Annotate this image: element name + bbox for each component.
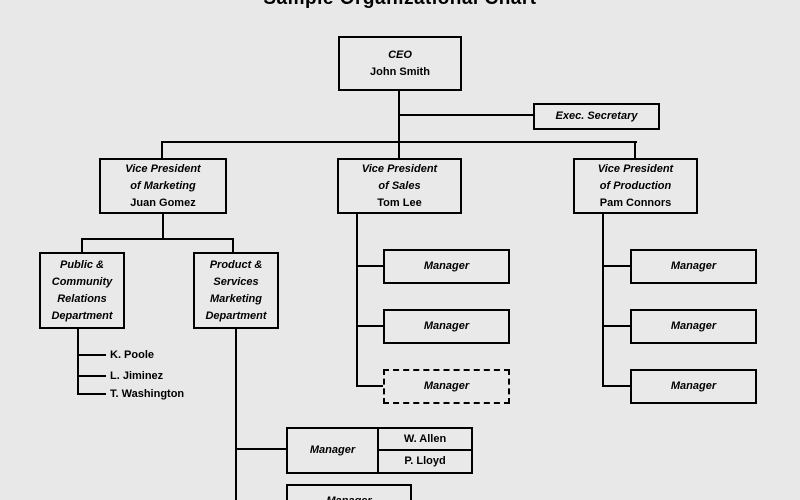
connector-drop-vp-marketing	[161, 141, 163, 158]
vp-marketing-name: Juan Gomez	[130, 196, 196, 209]
node-dept-public-community-relations: Public & Community Relations Department	[39, 252, 125, 329]
vp-marketing-role-line1: Vice President	[125, 162, 201, 175]
node-staff-w-allen: W. Allen	[377, 427, 473, 451]
node-bottom-manager: Manager	[286, 484, 412, 500]
node-dept-product-services-marketing: Product & Services Marketing Department	[193, 252, 279, 329]
dept-public-line2: Community	[51, 275, 113, 288]
connector-exec-secretary	[399, 114, 533, 116]
connector-drop-dept-product	[232, 238, 234, 252]
vp-production-role-line1: Vice President	[597, 162, 674, 175]
staff-name-t-washington: T. Washington	[110, 388, 185, 400]
staff-name-k-poole: K. Poole	[110, 349, 155, 361]
vp-sales-role-line2: of Sales	[378, 179, 421, 192]
vp-production-role-line2: of Production	[599, 179, 672, 192]
node-sales-manager-3-dashed: Manager	[383, 369, 510, 404]
connector-marketing-manager	[235, 448, 286, 450]
dept-public-line1: Public &	[59, 258, 104, 271]
connector-production-manager-3	[602, 385, 630, 387]
connector-ceo-down	[398, 91, 400, 158]
staff-w-allen-name: W. Allen	[403, 432, 447, 445]
connector-production-manager-2	[602, 325, 630, 327]
connector-main-horizontal	[161, 141, 637, 143]
chart-title: Sample Organizational Chart	[0, 0, 800, 10]
sales-manager-2-role: Manager	[423, 320, 470, 332]
node-sales-manager-2: Manager	[383, 309, 510, 344]
node-vp-marketing: Vice President of Marketing Juan Gomez	[99, 158, 227, 214]
connector-sales-manager-1	[356, 265, 383, 267]
staff-name-l-jiminez: L. Jiminez	[110, 370, 164, 382]
connector-pcr-staff-spine	[77, 329, 79, 395]
connector-sales-spine	[356, 214, 358, 387]
sales-manager-3-role: Manager	[423, 380, 470, 392]
node-staff-p-lloyd: P. Lloyd	[377, 449, 473, 474]
sales-manager-1-role: Manager	[423, 260, 470, 272]
node-ceo: CEO John Smith	[338, 36, 462, 91]
production-manager-1-role: Manager	[670, 260, 717, 272]
ceo-name: John Smith	[370, 65, 430, 78]
production-manager-2-role: Manager	[670, 320, 717, 332]
node-production-manager-1: Manager	[630, 249, 757, 284]
exec-secretary-role: Exec. Secretary	[555, 110, 638, 122]
staff-p-lloyd-name: P. Lloyd	[404, 455, 446, 467]
vp-sales-role-line1: Vice President	[361, 162, 438, 175]
vp-production-name: Pam Connors	[599, 196, 672, 209]
dept-public-line4: Department	[51, 309, 113, 322]
connector-departments-horizontal	[81, 238, 234, 240]
connector-sales-manager-2	[356, 325, 383, 327]
node-vp-sales: Vice President of Sales Tom Lee	[337, 158, 462, 214]
connector-product-dept-spine	[235, 329, 237, 500]
connector-production-manager-1	[602, 265, 630, 267]
node-production-manager-2: Manager	[630, 309, 757, 344]
connector-pcr-staff-tick-2	[77, 375, 106, 377]
dept-public-line3: Relations	[57, 292, 107, 305]
marketing-manager-role: Manager	[309, 444, 356, 456]
production-manager-3-role: Manager	[670, 380, 717, 392]
connector-marketing-down	[162, 214, 164, 240]
connector-pcr-staff-tick-3	[77, 393, 106, 395]
bottom-manager-role: Manager	[326, 493, 371, 500]
node-marketing-manager: Manager	[286, 427, 379, 474]
connector-pcr-staff-tick-1	[77, 354, 106, 356]
dept-product-line3: Marketing	[210, 292, 262, 305]
node-sales-manager-1: Manager	[383, 249, 510, 284]
node-vp-production: Vice President of Production Pam Connors	[573, 158, 698, 214]
vp-marketing-role-line2: of Marketing	[130, 179, 196, 192]
vp-sales-name: Tom Lee	[377, 196, 422, 209]
dept-product-line4: Department	[205, 309, 267, 322]
connector-production-spine	[602, 214, 604, 387]
connector-drop-vp-production	[634, 141, 636, 158]
connector-drop-dept-public	[81, 238, 83, 252]
dept-product-line1: Product &	[209, 258, 263, 271]
node-exec-secretary: Exec. Secretary	[533, 103, 660, 130]
dept-product-line2: Services	[213, 275, 259, 288]
connector-sales-manager-3	[356, 385, 383, 387]
ceo-role: CEO	[388, 48, 412, 61]
node-production-manager-3: Manager	[630, 369, 757, 404]
